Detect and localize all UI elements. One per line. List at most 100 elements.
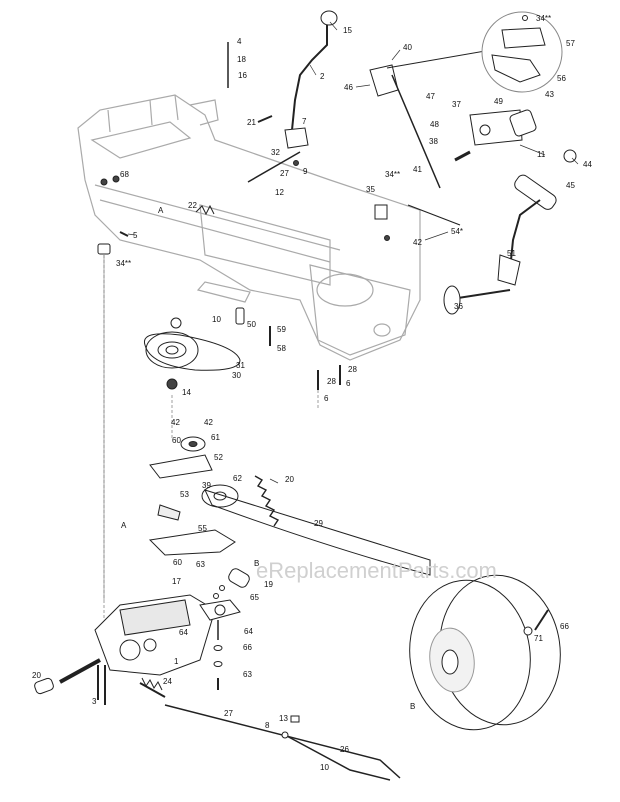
part-label: 9 — [303, 167, 308, 176]
transaxle-pulley — [199, 568, 250, 690]
part-label: 6 — [346, 379, 351, 388]
part-label: 10 — [320, 763, 329, 772]
part-label: 5 — [133, 231, 138, 240]
part-label: 41 — [413, 165, 422, 174]
part-label: 31 — [236, 361, 245, 370]
part-label: 51 — [507, 249, 516, 258]
part-label: 43 — [545, 90, 554, 99]
part-label: 2 — [320, 72, 325, 81]
part-label: 45 — [566, 181, 575, 190]
part-label: 20 — [32, 671, 41, 680]
part-label: 60 — [173, 558, 182, 567]
part-label: 6 — [324, 394, 329, 403]
part-label: 4 — [237, 37, 242, 46]
part-label: 40 — [403, 43, 412, 52]
part-label: 37 — [452, 100, 461, 109]
part-label: 42 — [413, 238, 422, 247]
reference-labels: A A B B — [121, 206, 415, 711]
part-label: 32 — [271, 148, 280, 157]
part-label: 61 — [211, 433, 220, 442]
part-label: 42 — [204, 418, 213, 427]
part-label: 44 — [583, 160, 592, 169]
part-label: 21 — [247, 118, 256, 127]
watermark: eReplacementParts.com — [256, 558, 497, 583]
part-label: 48 — [430, 120, 439, 129]
shift-lever — [247, 10, 338, 183]
part-label: 28 — [327, 377, 336, 386]
chassis-frame — [77, 94, 421, 361]
part-label: 12 — [275, 188, 284, 197]
part-label: 64 — [244, 627, 253, 636]
part-label: 59 — [277, 325, 286, 334]
reference-label-a: A — [158, 206, 164, 215]
part-label: 64 — [179, 628, 188, 637]
part-label: 60 — [172, 436, 181, 445]
part-label: 30 — [232, 371, 241, 380]
idler-pulleys — [148, 436, 431, 576]
part-labels: 15 2 4 18 16 21 7 32 27 9 12 68 22 5 34*… — [32, 14, 592, 772]
part-label: 26 — [340, 745, 349, 754]
fasteners — [97, 42, 341, 620]
reference-label-b: B — [410, 702, 415, 711]
part-label: 53 — [180, 490, 189, 499]
part-label: 16 — [238, 71, 247, 80]
part-label: 52 — [214, 453, 223, 462]
part-label: 28 — [348, 365, 357, 374]
part-label: 46 — [344, 83, 353, 92]
part-label: 19 — [264, 580, 273, 589]
engine-pulley — [143, 317, 241, 390]
part-label: 42 — [171, 418, 180, 427]
part-label: 18 — [237, 55, 246, 64]
brake-assembly — [369, 44, 553, 241]
part-label: 54* — [451, 227, 463, 236]
part-label: 27 — [224, 709, 233, 718]
leader-lines — [127, 21, 579, 484]
part-label: 66 — [560, 622, 569, 631]
part-label: 3 — [92, 697, 97, 706]
part-label: 29 — [314, 519, 323, 528]
rear-wheel — [409, 574, 561, 731]
part-label: 34** — [536, 14, 551, 23]
part-label: 11 — [537, 150, 546, 159]
part-label: 56 — [557, 74, 566, 83]
part-label: 50 — [247, 320, 256, 329]
part-label: 49 — [494, 97, 503, 106]
part-label: 8 — [265, 721, 270, 730]
part-label: 71 — [534, 634, 543, 643]
part-label: 20 — [285, 475, 294, 484]
brake-rods — [139, 677, 401, 781]
part-label: 65 — [250, 593, 259, 602]
part-label: 35 — [366, 185, 375, 194]
detail-inset — [481, 11, 563, 93]
part-label: 66 — [243, 643, 252, 652]
part-label: 27 — [280, 169, 289, 178]
part-label: 58 — [277, 344, 286, 353]
transaxle — [34, 594, 216, 705]
reference-label-b: B — [254, 559, 259, 568]
part-label: 63 — [243, 670, 252, 679]
reference-label-a: A — [121, 521, 127, 530]
part-label: 38 — [429, 137, 438, 146]
part-label: 39 — [202, 481, 211, 490]
part-label: 57 — [566, 39, 575, 48]
part-label: 22 — [188, 201, 197, 210]
part-label: 55 — [198, 524, 207, 533]
part-label: 24 — [163, 677, 172, 686]
part-label: 62 — [233, 474, 242, 483]
part-label: 47 — [426, 92, 435, 101]
part-label: 10 — [212, 315, 221, 324]
wheel-hardware — [523, 609, 549, 636]
part-label: 1 — [174, 657, 179, 666]
part-label: 14 — [182, 388, 191, 397]
part-label: 34** — [116, 259, 131, 268]
part-label: 68 — [120, 170, 129, 179]
part-label: 34** — [385, 170, 400, 179]
part-label: 15 — [343, 26, 352, 35]
part-label: 13 — [279, 714, 288, 723]
part-label: 17 — [172, 577, 181, 586]
pedal — [443, 149, 577, 315]
tension-spring — [254, 475, 280, 527]
part-label: 7 — [302, 117, 307, 126]
part-label: 36 — [454, 302, 463, 311]
